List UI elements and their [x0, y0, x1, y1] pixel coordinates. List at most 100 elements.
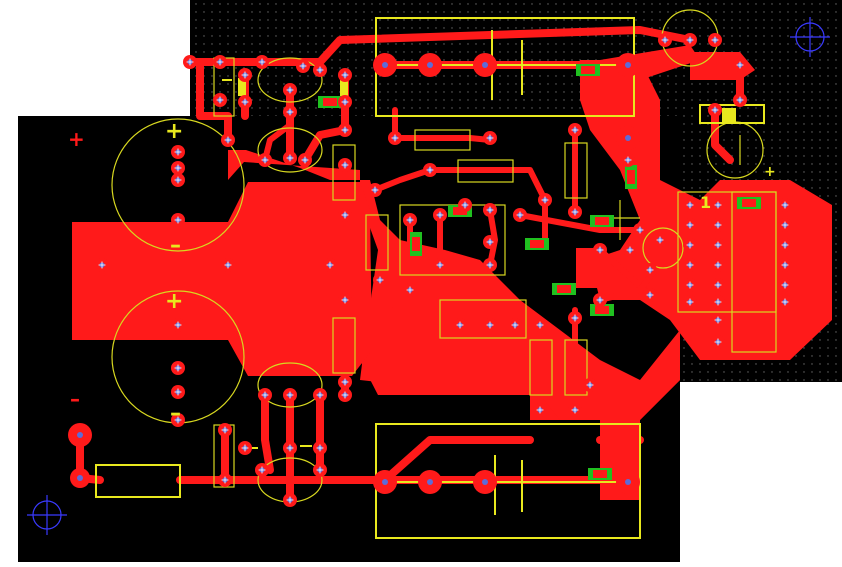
- smd-components: [238, 64, 761, 480]
- via: [313, 63, 327, 77]
- via: [538, 193, 552, 207]
- via: [255, 55, 269, 69]
- via: [283, 105, 297, 119]
- resistor-r7-outline: [365, 214, 389, 271]
- via: [388, 131, 402, 145]
- via: [338, 158, 352, 172]
- via: [583, 378, 597, 392]
- transistor-bottom-outline: [257, 362, 323, 408]
- cap1-minus-label: –: [170, 233, 181, 258]
- via: [593, 243, 607, 257]
- via: [711, 313, 725, 327]
- via: [338, 123, 352, 137]
- via: [313, 388, 327, 402]
- vias: [95, 33, 792, 507]
- resistor-r6-outline: [564, 339, 588, 396]
- via: [653, 233, 667, 247]
- via: [171, 361, 185, 375]
- via: [568, 403, 582, 417]
- via: [238, 95, 252, 109]
- through-hole-pads: [68, 53, 640, 494]
- resistor-bottom-left-outline: [95, 464, 181, 498]
- via: [283, 441, 297, 455]
- via: [171, 161, 185, 175]
- via: [255, 463, 269, 477]
- via: [593, 293, 607, 307]
- via: [733, 58, 747, 72]
- via: [508, 318, 522, 332]
- via: [778, 295, 792, 309]
- via: [711, 295, 725, 309]
- via: [733, 93, 747, 107]
- smd-top-right-outline: [699, 104, 765, 124]
- via: [373, 273, 387, 287]
- via: [258, 153, 272, 167]
- via: [238, 68, 252, 82]
- via: [623, 243, 637, 257]
- via: [633, 223, 647, 237]
- via: [433, 258, 447, 272]
- via: [568, 205, 582, 219]
- via: [338, 375, 352, 389]
- via: [313, 441, 327, 455]
- resistor-r5-outline: [529, 339, 553, 396]
- via: [568, 311, 582, 325]
- via: [213, 93, 227, 107]
- via: [338, 388, 352, 402]
- via: [513, 208, 527, 222]
- via: [533, 403, 547, 417]
- cap1-outline: [111, 118, 245, 252]
- via: [683, 198, 697, 212]
- via: [423, 163, 437, 177]
- via: [218, 423, 232, 437]
- connector-inner-outline: [731, 191, 777, 353]
- via: [711, 198, 725, 212]
- via: [778, 218, 792, 232]
- via: [621, 153, 635, 167]
- via: [778, 258, 792, 272]
- cap1-plus-label: +: [165, 119, 183, 144]
- via: [483, 131, 497, 145]
- via: [483, 203, 497, 217]
- via: [171, 145, 185, 159]
- via: [298, 153, 312, 167]
- transistor-left-outline: [257, 127, 323, 173]
- via: [708, 103, 722, 117]
- via: [533, 318, 547, 332]
- regulator-top-outline: [257, 57, 323, 103]
- via: [323, 258, 337, 272]
- via: [433, 208, 447, 222]
- cap2-minus-label: –: [170, 401, 181, 426]
- via: [711, 238, 725, 252]
- resistor-r4-outline: [564, 142, 588, 199]
- via: [171, 413, 185, 427]
- via: [683, 218, 697, 232]
- via: [368, 183, 382, 197]
- via: [711, 218, 725, 232]
- resistor-r1-outline: [332, 144, 356, 201]
- via: [171, 318, 185, 332]
- via: [403, 283, 417, 297]
- via: [683, 238, 697, 252]
- via: [171, 213, 185, 227]
- via: [568, 123, 582, 137]
- via: [183, 55, 197, 69]
- via: [283, 151, 297, 165]
- via: [711, 278, 725, 292]
- minus-mid-left-label: –: [70, 387, 80, 411]
- resistor-r3-outline: [414, 129, 471, 151]
- via: [338, 293, 352, 307]
- via: [683, 258, 697, 272]
- via: [778, 278, 792, 292]
- via: [338, 95, 352, 109]
- via: [313, 463, 327, 477]
- via: [778, 238, 792, 252]
- ic2-outline: [439, 299, 527, 339]
- via: [683, 33, 697, 47]
- via: [483, 318, 497, 332]
- via: [711, 335, 725, 349]
- resistor-r8-outline: [457, 159, 514, 183]
- via: [483, 235, 497, 249]
